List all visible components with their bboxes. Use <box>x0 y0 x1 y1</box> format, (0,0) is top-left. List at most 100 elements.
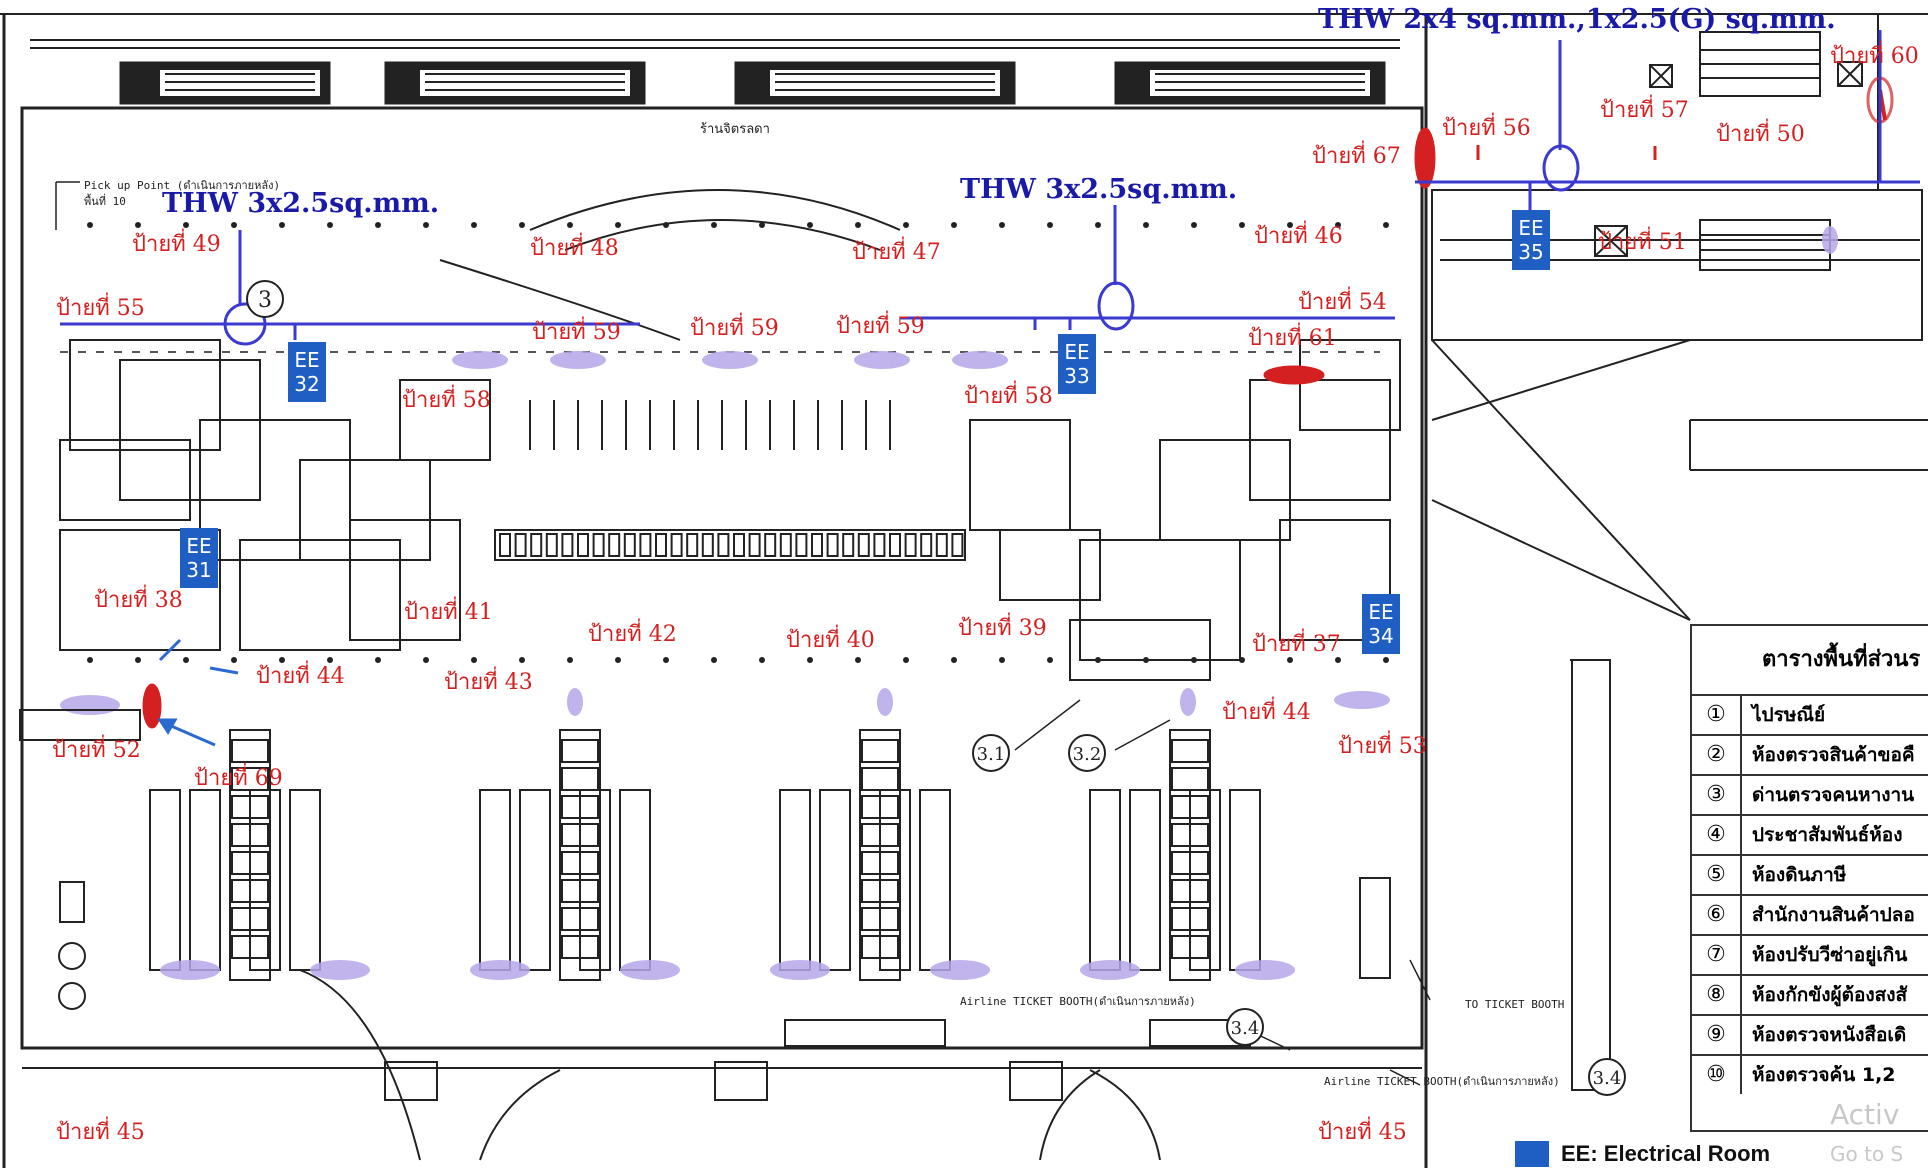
area-table-row: ③ ด่านตรวจคนหางาน <box>1692 774 1928 814</box>
sign-label-58-b: ป้ายที่ 58 <box>964 384 1053 409</box>
area-table-row: ② ห้องตรวจสินค้าขอคื <box>1692 734 1928 774</box>
area-table-room-name: ห้องตรวจสินค้าขอคื <box>1752 744 1915 766</box>
ee-code: EE <box>1368 600 1394 624</box>
area-table-number: ⑨ <box>1692 1016 1742 1054</box>
legend: EE: Electrical Room <box>1515 1140 1770 1168</box>
cable-spec-center: THW 3x2.5sq.mm. <box>960 174 1238 205</box>
sign-label-51: ป้ายที่ 51 <box>1598 230 1687 255</box>
ee-code: EE <box>294 348 320 372</box>
area-table-number: ⑧ <box>1692 976 1742 1014</box>
ee-code: EE <box>1518 216 1544 240</box>
zone-marker-3-4-b: 3.4 <box>1588 1058 1626 1096</box>
sign-label-59-c: ป้ายที่ 59 <box>836 314 925 339</box>
area-table-row: ⑦ ห้องปรับวีซ่าอยู่เกิน <box>1692 934 1928 974</box>
ee-number: 32 <box>294 372 320 396</box>
sign-label-69: ป้ายที่ 69 <box>194 766 283 791</box>
cable-spec-left: THW 3x2.5sq.mm. <box>162 188 440 219</box>
legend-swatch <box>1515 1141 1549 1167</box>
area-table-room-name: ประชาสัมพันธ์ห้อง <box>1752 824 1903 846</box>
sign-label-45-a: ป้ายที่ 45 <box>56 1120 145 1145</box>
electrical-room-35: EE 35 <box>1512 210 1550 270</box>
shop-label: ร้านจิตรลดา <box>700 122 770 137</box>
sign-label-44-a: ป้ายที่ 44 <box>256 664 345 689</box>
zone-marker-3-4-a: 3.4 <box>1226 1008 1264 1046</box>
area-table-number: ⑥ <box>1692 896 1742 934</box>
area-table-number: ⑦ <box>1692 936 1742 974</box>
area-table-rows: ① ไปรษณีย์ ② ห้องตรวจสินค้าขอคื ③ ด่านตรวจคนห… <box>1692 694 1928 1094</box>
area-table-row: ⑥ สำนักงานสินค้าปลอ <box>1692 894 1928 934</box>
sign-label-55: ป้ายที่ 55 <box>56 296 145 321</box>
sign-label-59-a: ป้ายที่ 59 <box>532 320 621 345</box>
zone-marker-3-2: 3.2 <box>1068 734 1106 772</box>
area-table-row: ⑧ ห้องกักขังผู้ต้องสงสั <box>1692 974 1928 1014</box>
sign-label-58-a: ป้ายที่ 58 <box>402 388 491 413</box>
area-table-row: ⑤ ห้องดินภาษี <box>1692 854 1928 894</box>
sign-label-52: ป้ายที่ 52 <box>52 738 141 763</box>
ee-number: 31 <box>186 558 212 582</box>
sign-label-48: ป้ายที่ 48 <box>530 236 619 261</box>
sign-label-59-b: ป้ายที่ 59 <box>690 316 779 341</box>
sign-label-56: ป้ายที่ 56 <box>1442 116 1531 141</box>
sign-label-46: ป้ายที่ 46 <box>1254 224 1343 249</box>
area-table-room-name: ห้องตรวจหนังสือเดิ <box>1752 1024 1907 1046</box>
area-table: ตารางพื้นที่ส่วนร ① ไปรษณีย์ ② ห้องตรวจสินค… <box>1690 624 1928 1132</box>
area-table-room-name: ห้องกักขังผู้ต้องสงสั <box>1752 984 1908 1006</box>
ee-number: 35 <box>1518 240 1544 264</box>
area-table-room-name: ไปรษณีย์ <box>1752 704 1826 726</box>
sign-label-40: ป้ายที่ 40 <box>786 628 875 653</box>
area-table-number: ② <box>1692 736 1742 774</box>
sign-label-45-b: ป้ายที่ 45 <box>1318 1120 1407 1145</box>
legend-label: EE: Electrical Room <box>1561 1141 1771 1166</box>
area-table-row: ⑩ ห้องตรวจค้น 1,2 <box>1692 1054 1928 1094</box>
area-table-row: ① ไปรษณีย์ <box>1692 694 1928 734</box>
ee-code: EE <box>186 534 212 558</box>
pickup-point-label: Pick up Point (ดำเนินการภายหลัง) <box>84 179 281 192</box>
sign-label-41: ป้ายที่ 41 <box>404 600 493 625</box>
sign-label-37: ป้ายที่ 37 <box>1252 632 1341 657</box>
cable-spec-top-right: THW 2x4 sq.mm.,1x2.5(G) sq.mm. <box>1318 4 1836 35</box>
area-table-number: ③ <box>1692 776 1742 814</box>
sign-label-39: ป้ายที่ 39 <box>958 616 1047 641</box>
zone-marker-3: 3 <box>246 280 284 318</box>
area-table-room-name: ห้องดินภาษี <box>1752 864 1847 886</box>
electrical-room-31: EE 31 <box>180 528 218 588</box>
sign-label-43: ป้ายที่ 43 <box>444 670 533 695</box>
watermark-line-1: Activ <box>1830 1098 1900 1131</box>
electrical-room-33: EE 33 <box>1058 334 1096 394</box>
sign-label-60: ป้ายที่ 60 <box>1830 44 1919 69</box>
sign-label-61: ป้ายที่ 61 <box>1248 326 1337 351</box>
area-table-room-name: สำนักงานสินค้าปลอ <box>1752 904 1915 926</box>
area-table-room-name: ด่านตรวจคนหางาน <box>1752 784 1915 806</box>
ee-number: 34 <box>1368 624 1394 648</box>
ticket-booth-label-1: Airline TICKET BOOTH(ดำเนินการภายหลัง) <box>960 995 1196 1008</box>
ee-number: 33 <box>1064 364 1090 388</box>
sign-label-47: ป้ายที่ 47 <box>852 240 941 265</box>
area-table-number: ⑤ <box>1692 856 1742 894</box>
sign-label-53: ป้ายที่ 53 <box>1338 734 1427 759</box>
sign-label-42: ป้ายที่ 42 <box>588 622 677 647</box>
zone-marker-3-1: 3.1 <box>972 734 1010 772</box>
area-table-number: ① <box>1692 696 1742 734</box>
area-table-row: ④ ประชาสัมพันธ์ห้อง <box>1692 814 1928 854</box>
area-table-number: ⑩ <box>1692 1056 1742 1094</box>
sign-label-49: ป้ายที่ 49 <box>132 232 221 257</box>
sign-label-67: ป้ายที่ 67 <box>1312 144 1401 169</box>
area-table-row: ⑨ ห้องตรวจหนังสือเดิ <box>1692 1014 1928 1054</box>
area-table-room-name: ห้องปรับวีซ่าอยู่เกิน <box>1752 944 1908 966</box>
electrical-room-32: EE 32 <box>288 342 326 402</box>
ticket-booth-label-2: Airline TICKET BOOTH(ดำเนินการภายหลัง) <box>1324 1075 1560 1088</box>
sign-label-38: ป้ายที่ 38 <box>94 588 183 613</box>
area-table-title: ตารางพื้นที่ส่วนร <box>1762 647 1921 672</box>
sign-label-57: ป้ายที่ 57 <box>1600 98 1689 123</box>
area-table-number: ④ <box>1692 816 1742 854</box>
sign-label-44-b: ป้ายที่ 44 <box>1222 700 1311 725</box>
area-table-room-name: ห้องตรวจค้น 1,2 <box>1752 1064 1896 1086</box>
sign-label-54: ป้ายที่ 54 <box>1298 290 1387 315</box>
ticket-booth-label-3: TO TICKET BOOTH <box>1465 998 1565 1011</box>
pickup-area-label: พื้นที่ 10 <box>84 195 126 208</box>
ee-code: EE <box>1064 340 1090 364</box>
electrical-room-34: EE 34 <box>1362 594 1400 654</box>
sign-label-50: ป้ายที่ 50 <box>1716 122 1805 147</box>
watermark-line-2: Go to S <box>1830 1142 1904 1166</box>
